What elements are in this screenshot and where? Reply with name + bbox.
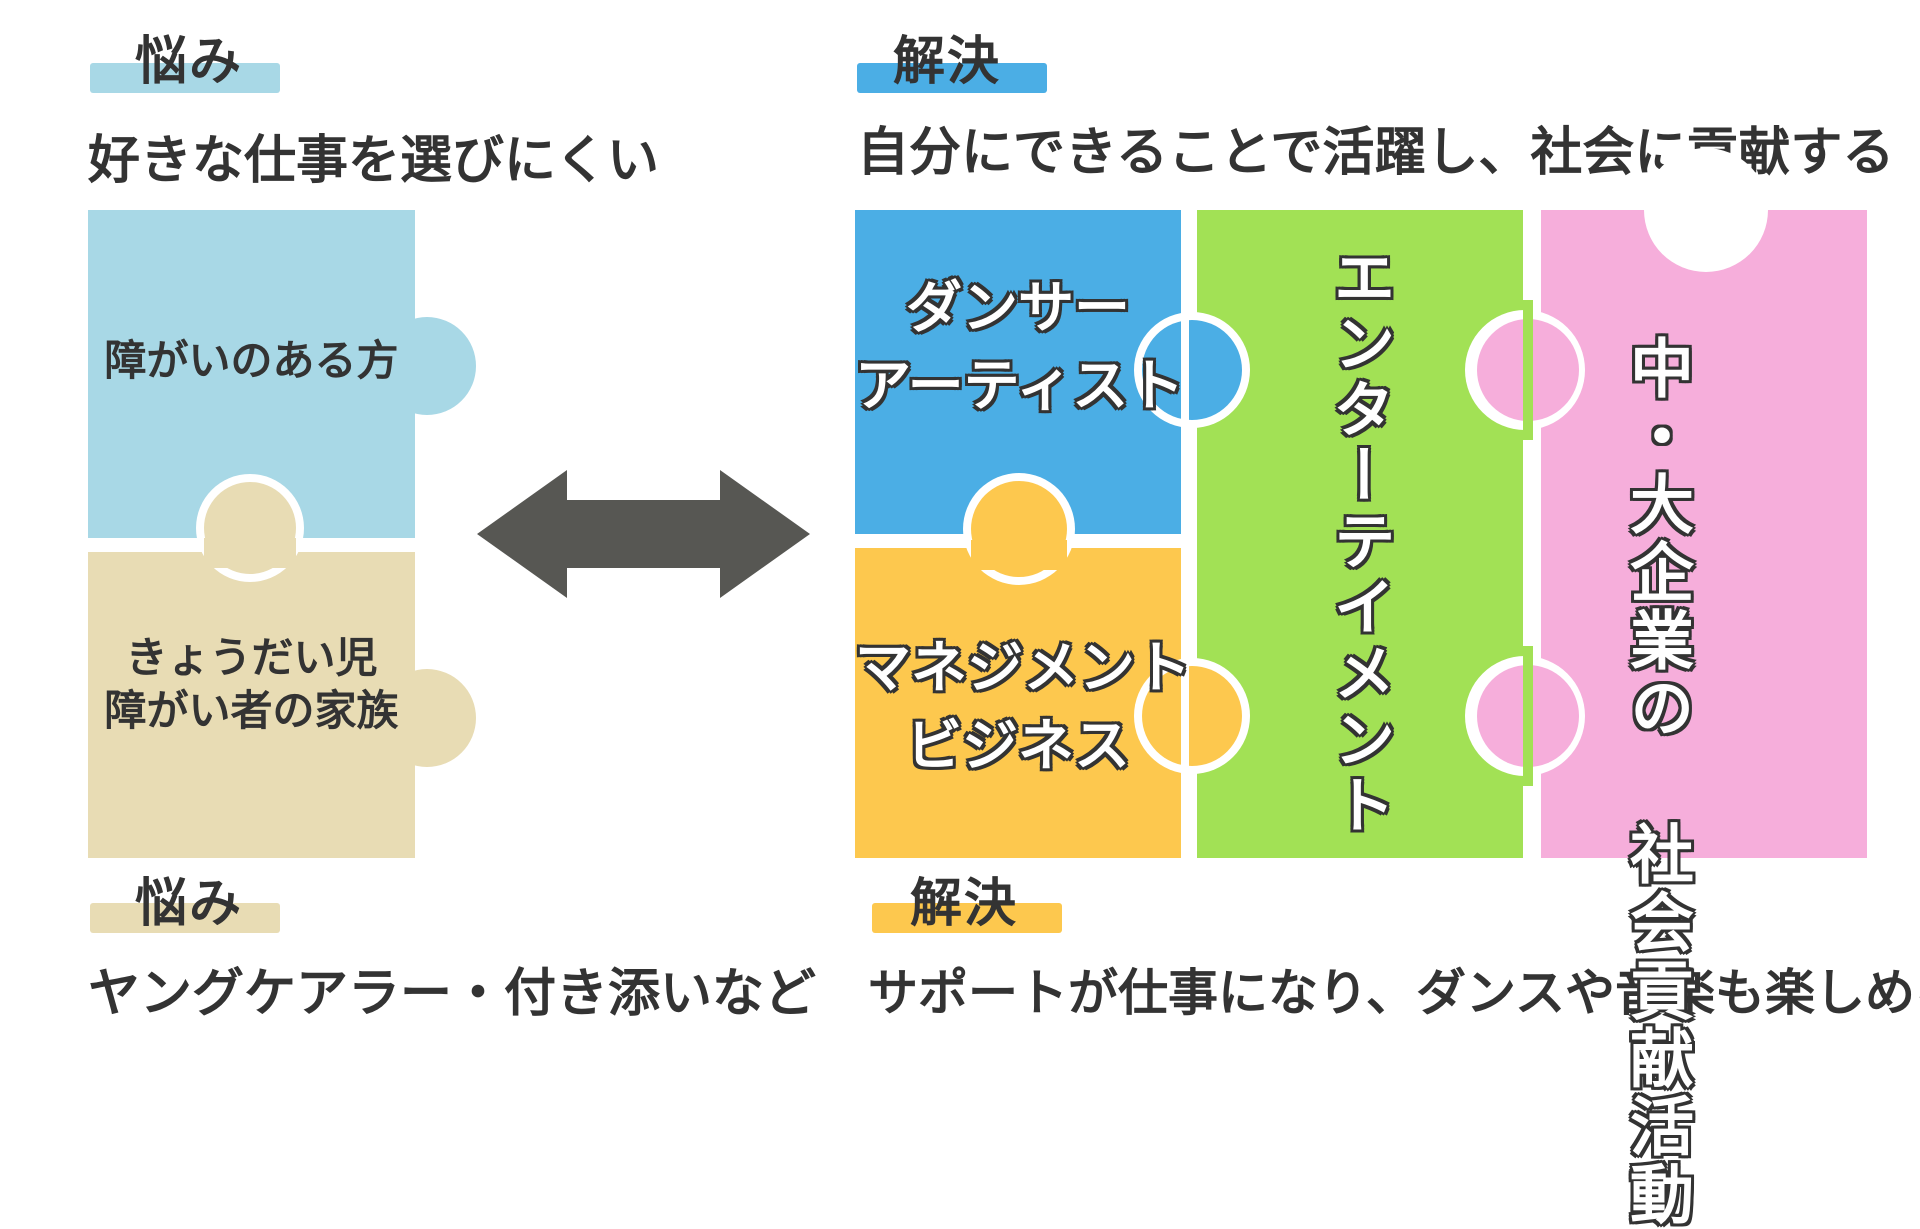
right-top-tag: 解決 [893,32,1002,92]
piece-label-disabled-persons: 障がいのある方 [88,335,415,388]
right-bottom-tag-highlight [872,903,1062,933]
piece-label-disabled-persons-text: 障がいのある方 [104,336,399,385]
puzzle-piece-green [1134,210,1523,858]
left-bottom-tag: 悩み [135,874,244,934]
piece-label-siblings: きょうだい児 [125,633,378,682]
puzzle-diagram [88,148,1867,858]
piece-label-siblings-family: きょうだい児 障がい者の家族 [88,632,415,737]
piece-label-entertainment: エンターテイメント [1320,242,1398,842]
right-bottom-tag: 解決 [910,874,1019,934]
piece-label-business: ビジネス [906,714,1130,780]
diagram-canvas: 悩み 悩み 解決 解決 好きな仕事を選びにくい 自分にできることで活躍し、社会に… [88,32,1920,1229]
left-top-heading: 好きな仕事を選びにくい [88,131,659,191]
puzzle-piece-pink [1465,148,1867,858]
piece-label-corporate-csr: 中・大企業の 社会貢献活動 [1616,335,1696,1229]
piece-label-entertainment-text: エンターテイメント [1322,245,1396,839]
piece-label-corporate: 中・大企業の [1619,335,1693,743]
puzzle-piece-beige [88,474,476,858]
piece-label-dancer-artist: ダンサー アーティスト [855,270,1185,427]
left-top-tag-highlight [90,63,280,93]
left-bottom-heading: ヤングケアラー・付き添いなど [88,964,817,1024]
left-top-tag: 悩み [135,32,244,92]
piece-label-artist: アーティスト [855,354,1185,420]
piece-label-csr: 社会貢献活動 [1619,821,1693,1229]
right-bottom-heading: サポートが仕事になり、ダンスや音楽も楽しめる [868,964,1920,1022]
piece-label-management-business: マネジメント ビジネス [855,630,1191,787]
double-headed-arrow-icon [477,470,810,598]
left-bottom-tag-highlight [90,903,280,933]
piece-label-family: 障がい者の家族 [104,685,399,735]
piece-label-dancer: ダンサー [906,276,1130,341]
piece-label-management: マネジメント [855,636,1191,701]
right-top-tag-highlight [857,63,1047,93]
